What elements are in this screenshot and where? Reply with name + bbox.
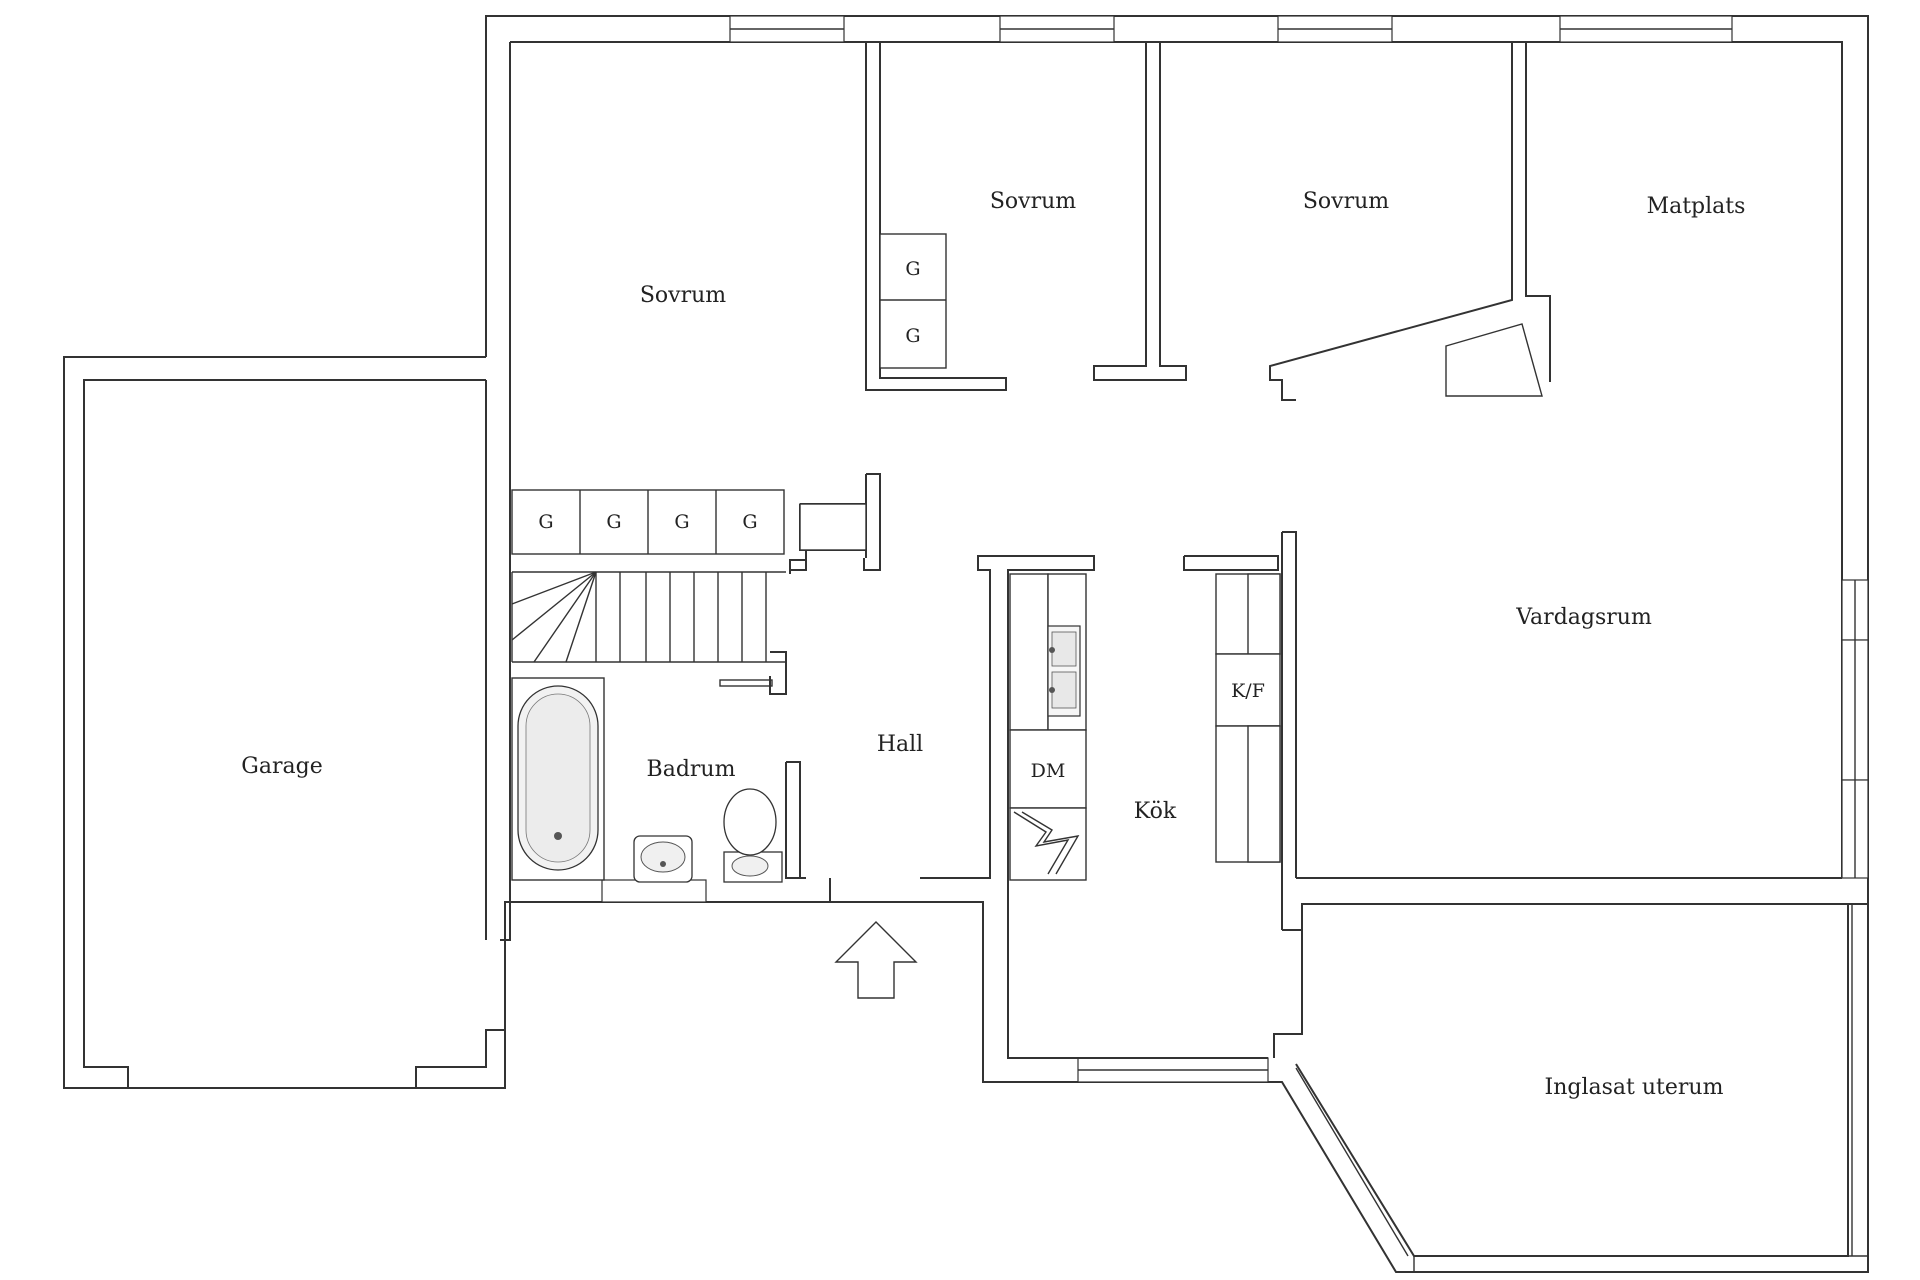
room-label-sovrum-2: Sovrum [990,189,1076,214]
staircase-icon [511,571,786,687]
windows [601,15,1869,1083]
room-label-hall: Hall [877,732,923,757]
wardrobe-label: G [538,511,553,533]
room-label-matplats: Matplats [1647,194,1746,219]
fridge-freezer-label: K/F [1231,680,1265,702]
room-labels: Garage Sovrum Sovrum Sovrum Matplats Var… [241,189,1745,1100]
room-label-badrum: Badrum [647,757,736,782]
entrance-arrow-icon [834,921,918,999]
room-label-sovrum-1: Sovrum [640,283,726,308]
kitchen-sink-icon [1047,625,1081,717]
room-label-vardagsrum: Vardagsrum [1515,605,1652,630]
wardrobe-label: G [905,325,920,347]
wardrobe-label: G [674,511,689,533]
wardrobe-label: G [905,258,920,280]
wardrobes [511,233,947,555]
sink-icon [633,835,693,883]
kitchen-counter-right [1215,573,1281,863]
dishwasher-label: DM [1031,760,1066,782]
bathtub-icon [511,677,605,881]
toilet-icon [723,788,783,883]
room-label-garage: Garage [241,754,322,779]
room-label-sovrum-3: Sovrum [1303,189,1389,214]
room-label-uterum: Inglasat uterum [1545,1075,1724,1100]
wardrobe-label: G [742,511,757,533]
interior-walls [769,42,1868,1273]
room-label-kok: Kök [1134,799,1177,824]
kitchen-counter-left [1009,573,1087,881]
wardrobe-label: G [606,511,621,533]
stove-icon [1013,811,1080,875]
wardrobe-labels: G G G G G G [538,258,920,533]
